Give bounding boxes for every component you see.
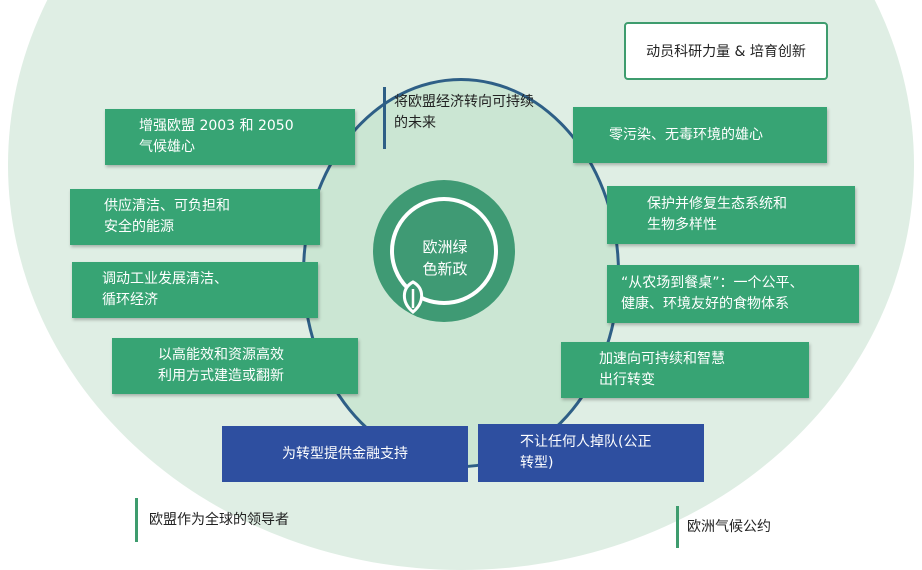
top-label: 将欧盟经济转向可持续 的未来 <box>394 94 534 131</box>
bottom-right-bar <box>676 506 679 548</box>
right-item-biodiversity: 保护并修复生态系统和 生物多样性 <box>607 186 855 244</box>
left-item-energy: 供应清洁、可负担和 安全的能源 <box>70 189 320 245</box>
just-transition-box-label: 不让任何人掉队(公正 转型) <box>520 434 652 471</box>
left-item-label: 供应清洁、可负担和 安全的能源 <box>104 198 230 235</box>
right-item-pollution: 零污染、无毒环境的雄心 <box>573 107 827 163</box>
top-label-bar <box>383 87 386 149</box>
finance-box: 为转型提供金融支持 <box>222 426 468 482</box>
right-item-food: “从农场到餐桌”：一个公平、 健康、环境友好的食物体系 <box>607 265 859 323</box>
innovation-box-label: 动员科研力量 & 培育创新 <box>646 44 806 60</box>
bottom-left-bar <box>135 498 138 542</box>
left-item-industry: 调动工业发展清洁、 循环经济 <box>72 262 318 318</box>
center-label: 欧洲绿色新政 <box>422 238 468 278</box>
left-item-building: 以高能效和资源高效 利用方式建造或翻新 <box>112 338 358 394</box>
left-item-label: 调动工业发展清洁、 循环经济 <box>102 271 228 308</box>
center-ring-outline <box>390 197 498 305</box>
global-leader-label: 欧盟作为全球的领导者 <box>149 512 289 528</box>
right-item-label: “从农场到餐桌”：一个公平、 健康、环境友好的食物体系 <box>621 275 804 312</box>
climate-pact-label: 欧洲气候公约 <box>687 519 771 535</box>
left-item-climate: 增强欧盟 2003 和 2050 气候雄心 <box>105 109 355 165</box>
innovation-box: 动员科研力量 & 培育创新 <box>624 22 828 80</box>
left-item-label: 增强欧盟 2003 和 2050 气候雄心 <box>139 118 294 155</box>
right-item-label: 保护并修复生态系统和 生物多样性 <box>647 196 787 233</box>
right-item-mobility: 加速向可持续和智慧 出行转变 <box>561 342 809 398</box>
right-item-label: 加速向可持续和智慧 出行转变 <box>599 351 725 388</box>
leaf-icon <box>402 280 424 314</box>
right-item-label: 零污染、无毒环境的雄心 <box>609 126 763 143</box>
just-transition-box: 不让任何人掉队(公正 转型) <box>478 424 704 482</box>
left-item-label: 以高能效和资源高效 利用方式建造或翻新 <box>158 347 284 384</box>
finance-box-label: 为转型提供金融支持 <box>282 445 408 462</box>
